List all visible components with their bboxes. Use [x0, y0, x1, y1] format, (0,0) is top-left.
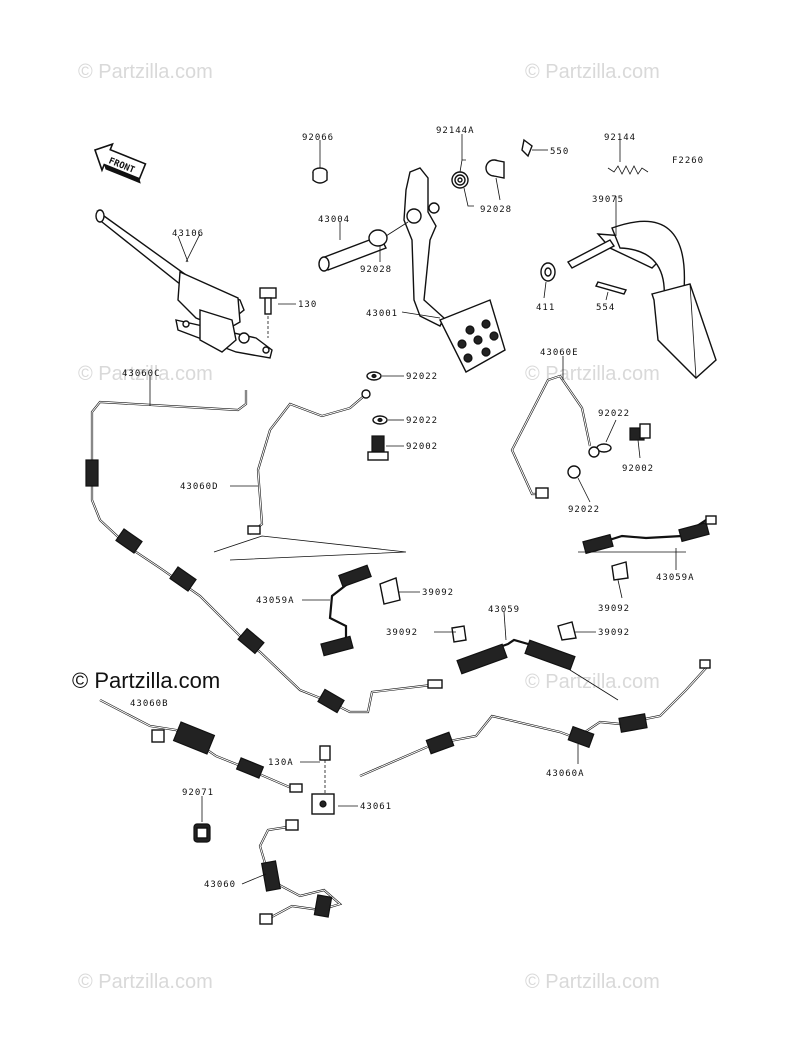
- label-550: 550: [550, 147, 569, 157]
- label-92028-upper: 92028: [480, 205, 512, 215]
- label-92002-b: 92002: [622, 464, 654, 474]
- label-92022-a: 92022: [406, 372, 438, 382]
- label-43060E: 43060E: [540, 348, 579, 358]
- watermark-bottom-right: © Partzilla.com: [525, 971, 660, 993]
- label-39075: 39075: [592, 195, 624, 205]
- label-43060A: 43060A: [546, 769, 585, 779]
- watermark-mid-right: © Partzilla.com: [525, 363, 660, 385]
- bolt-92002-b: [629, 423, 651, 441]
- clip-39092-c: [557, 621, 577, 641]
- cotter-pin-550: [521, 138, 548, 158]
- label-39092-d: 39092: [598, 604, 630, 614]
- watermark-top-right: © Partzilla.com: [525, 61, 660, 83]
- brake-pipes: [85, 374, 717, 925]
- spring-92144A: [451, 159, 474, 207]
- label-92066: 92066: [302, 133, 334, 143]
- label-130A: 130A: [268, 758, 294, 768]
- washer-92022-a: [366, 371, 382, 381]
- label-43004: 43004: [318, 215, 350, 225]
- watermark-mid-left: © Partzilla.com: [78, 363, 213, 385]
- label-43059: 43059: [488, 605, 520, 615]
- label-92022-d: 92022: [568, 505, 600, 515]
- washer-92022-d: [567, 465, 581, 479]
- label-92002-a: 92002: [406, 442, 438, 452]
- label-411: 411: [536, 303, 555, 313]
- bushing-92028-upper: [485, 159, 505, 179]
- watermark-lower-right: © Partzilla.com: [525, 671, 660, 693]
- watermark-bottom-left: © Partzilla.com: [78, 971, 213, 993]
- label-39092-a: 39092: [422, 588, 454, 598]
- cap-92066: [312, 167, 328, 184]
- watermark-large: © Partzilla.com: [72, 668, 220, 693]
- spring-92144: [607, 165, 649, 175]
- leader-lines: [149, 134, 677, 885]
- label-43106: 43106: [172, 229, 204, 239]
- label-554: 554: [596, 303, 615, 313]
- watermark-top-left: © Partzilla.com: [78, 61, 213, 83]
- label-92028-lower: 92028: [360, 265, 392, 275]
- label-130: 130: [298, 300, 317, 310]
- clutch-pedal-39075: [566, 220, 717, 379]
- label-43060B: 43060B: [130, 699, 169, 709]
- label-92144A: 92144A: [436, 126, 475, 136]
- clip-39092-a: [379, 577, 401, 605]
- label-43061: 43061: [360, 802, 392, 812]
- part-labels: 92066 92144A 550 92144 43004 92028 92028…: [122, 126, 695, 890]
- label-92022-c: 92022: [598, 409, 630, 419]
- label-92071: 92071: [182, 788, 214, 798]
- bolt-92002-a: [367, 435, 389, 461]
- parking-brake-lever: [95, 209, 273, 359]
- watermarks: © Partzilla.com © Partzilla.com © Partzi…: [72, 61, 660, 993]
- bolt-130: [259, 287, 277, 338]
- washer-92022-b: [372, 415, 388, 425]
- label-43001: 43001: [366, 309, 398, 319]
- brake-pedal: [403, 167, 506, 373]
- label-39092-c: 39092: [598, 628, 630, 638]
- clip-39092-b: [451, 625, 467, 643]
- joint-43061: [311, 745, 335, 815]
- pedal-shaft-43004: [318, 208, 422, 272]
- label-92022-b: 92022: [406, 416, 438, 426]
- grommet-92071: [193, 823, 211, 843]
- label-43060D: 43060D: [180, 482, 219, 492]
- label-43059A-right: 43059A: [656, 573, 695, 583]
- clip-39092-d: [611, 561, 629, 581]
- washer-411: [540, 262, 556, 282]
- front-arrow-icon: FRONT: [93, 142, 147, 184]
- label-43060: 43060: [204, 880, 236, 890]
- diagram-code: F2260: [672, 156, 704, 166]
- label-39092-b: 39092: [386, 628, 418, 638]
- label-43060C: 43060C: [122, 369, 161, 379]
- label-92144: 92144: [604, 133, 636, 143]
- pin-554: [594, 281, 628, 295]
- label-43059A-left: 43059A: [256, 596, 295, 606]
